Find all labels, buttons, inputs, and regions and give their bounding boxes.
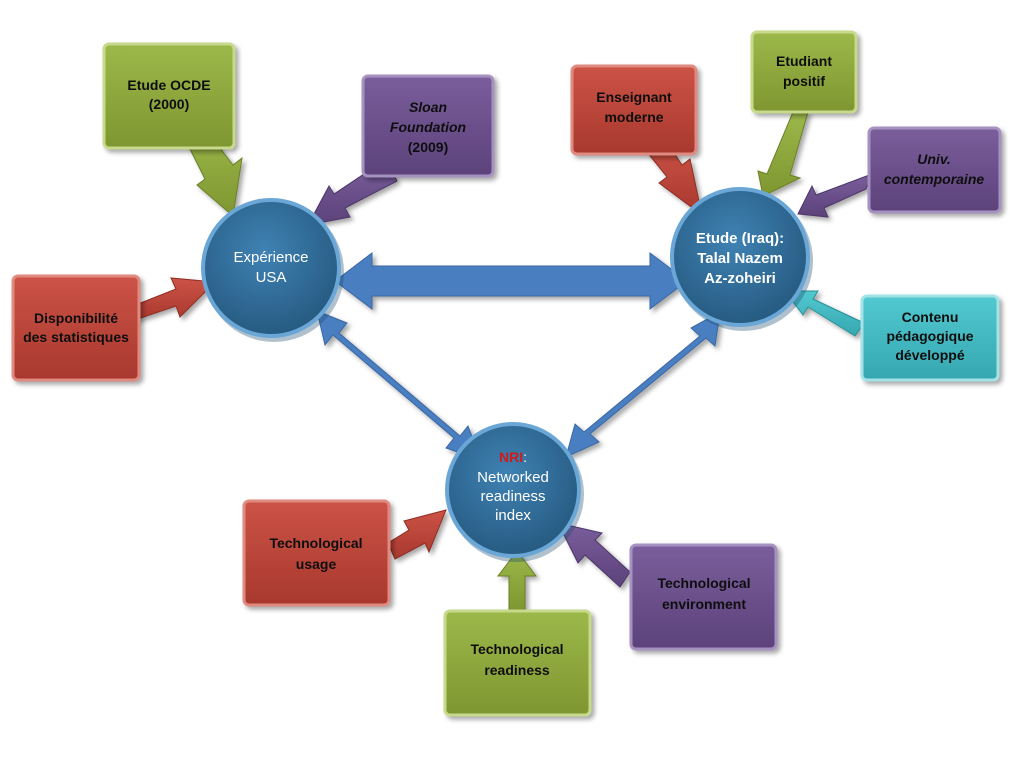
environment-line1: Technological [657,575,750,591]
arrow-iraq-nri [565,311,721,458]
arrow-univ-iraq [797,173,873,218]
usage-line1: Technological [269,535,362,551]
contenu-line2: pédagogique [886,328,973,344]
ocde-line2: (2000) [149,96,189,112]
nri-acronym: NRI [499,449,523,465]
ocde-line1: Etude OCDE [127,77,210,93]
contenu-line3: développé [895,347,964,363]
dispo-line1: Disponibilité [34,310,118,326]
usa-line2: USA [256,269,287,286]
box-ocde: Etude OCDE (2000) [102,42,236,150]
arrow-environment-nri [557,522,631,588]
iraq-line2: Talal Nazem [697,250,783,267]
dispo-line2: des statistiques [23,329,129,345]
environment-line2: environment [662,596,746,612]
etudiant-line2: positif [783,73,825,89]
readiness-line2: readiness [484,662,550,678]
circle-nri: NRI: Networked readiness index [445,422,584,562]
univ-line2: contemporaine [884,171,985,187]
nri-colon: : [523,449,527,465]
box-usage: Technological usage [242,499,391,607]
arrow-readiness-nri [496,550,538,612]
sloan-line1: Sloan [409,99,447,115]
box-dispo: Disponibilité des statistiques [11,274,141,382]
box-readiness: Technological readiness [443,609,592,717]
sloan-line3: (2009) [408,139,448,155]
iraq-line1: Etude (Iraq): [696,230,784,247]
iraq-line3: Az-zoheiri [704,270,776,287]
enseignant-line2: moderne [604,109,663,125]
arrow-dispo-usa [131,277,217,322]
nri-line1: NRI: [499,449,527,465]
box-enseignant: Enseignant moderne [570,64,698,156]
circle-usa: Expérience USA [201,198,344,342]
arrow-usage-nri [387,509,447,560]
nri-line2: Networked [477,469,549,486]
usage-line2: usage [296,556,337,572]
enseignant-line1: Enseignant [596,89,672,105]
nri-line4: index [495,507,531,524]
arrow-etudiant-iraq [757,111,809,197]
usa-line1: Expérience [233,249,308,266]
box-sloan: Sloan Foundation (2009) [361,74,495,178]
circle-iraq: Etude (Iraq): Talal Nazem Az-zoheiri [670,187,813,331]
etudiant-line1: Etudiant [776,53,832,69]
box-contenu: Contenu pédagogique développé [860,294,1000,382]
readiness-line1: Technological [470,641,563,657]
contenu-line1: Contenu [902,309,959,325]
box-etudiant: Etudiant positif [750,30,858,114]
univ-line1: Univ. [917,151,950,167]
arrow-usa-iraq [334,251,688,311]
box-environment: Technological environment [629,543,778,651]
box-univ: Univ. contemporaine [867,126,1002,214]
arrow-usa-nri [316,310,482,461]
arrow-contenu-iraq [784,290,865,337]
sloan-line2: Foundation [390,119,466,135]
nri-line3: readiness [480,488,545,505]
